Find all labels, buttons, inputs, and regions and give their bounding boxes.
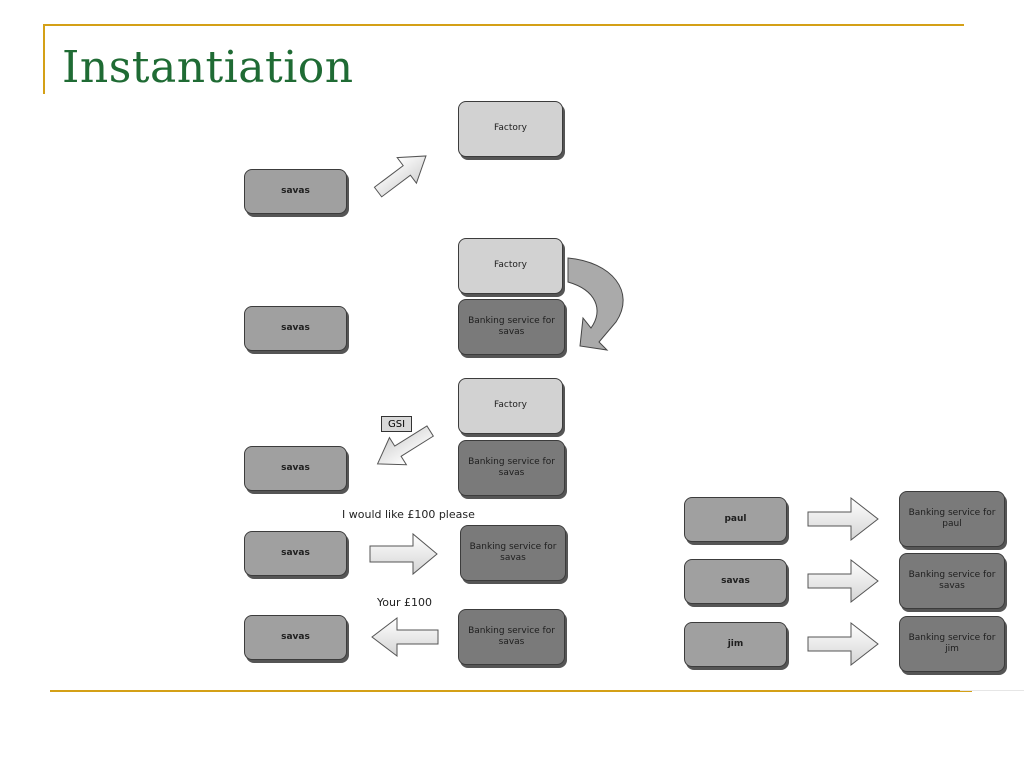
banking-service-box: Banking service for savas: [458, 609, 565, 665]
response-message: Your £100: [377, 596, 432, 609]
title-rule-top: [43, 24, 964, 26]
arrow-right-icon: [807, 621, 879, 667]
factory-box: Factory: [458, 238, 563, 294]
arrow-right-icon: [369, 532, 438, 576]
arrow-down-left-icon: [376, 425, 435, 466]
actor-box: savas: [244, 446, 347, 491]
curved-arrow-icon: [567, 257, 624, 351]
actor-box: jim: [684, 622, 787, 667]
actor-box: savas: [244, 169, 347, 214]
request-message: I would like £100 please: [342, 508, 475, 521]
actor-box: savas: [244, 531, 347, 576]
actor-box: savas: [684, 559, 787, 604]
title-rule-left: [43, 24, 45, 94]
gsi-label: GSI: [381, 416, 412, 432]
banking-service-box: Banking service for jim: [899, 616, 1005, 672]
factory-box: Factory: [458, 101, 563, 157]
banking-service-box: Banking service for savas: [899, 553, 1005, 609]
actor-box: savas: [244, 615, 347, 660]
slide-title: Instantiation: [62, 42, 354, 93]
arrow-left-icon: [371, 616, 439, 658]
footer-rule-stub: [960, 690, 1024, 691]
arrow-right-icon: [807, 558, 879, 604]
factory-box: Factory: [458, 378, 563, 434]
banking-service-box: Banking service for savas: [458, 299, 565, 355]
arrow-right-icon: [807, 496, 879, 542]
banking-service-box: Banking service for savas: [458, 440, 565, 496]
banking-service-box: Banking service for paul: [899, 491, 1005, 547]
actor-box: savas: [244, 306, 347, 351]
banking-service-box: Banking service for savas: [460, 525, 566, 581]
footer-rule: [50, 690, 972, 692]
actor-box: paul: [684, 497, 787, 542]
arrow-up-right-icon: [373, 155, 427, 198]
